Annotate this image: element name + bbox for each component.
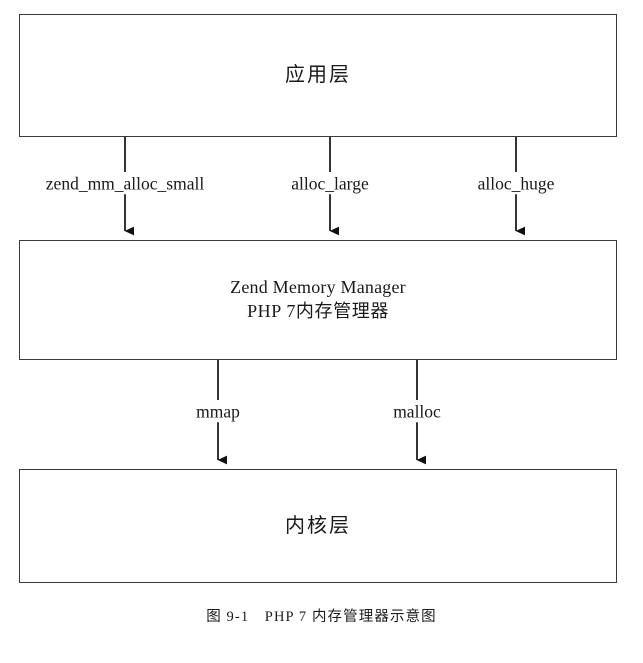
layer-label-kernel: 内核层 — [285, 514, 351, 537]
layer-label-manager-title: Zend Memory Manager — [230, 277, 406, 298]
layer-label-manager-subtitle: PHP 7内存管理器 — [247, 301, 389, 321]
edge-label-alloc-large: alloc_large — [286, 174, 374, 194]
figure-caption: 图 9-1 PHP 7 内存管理器示意图 — [206, 609, 437, 625]
layer-label-application: 应用层 — [285, 64, 351, 87]
edge-label-malloc: malloc — [388, 402, 446, 422]
layer-box-application: 应用层 — [19, 14, 617, 137]
edge-label-alloc-huge: alloc_huge — [472, 174, 560, 194]
layer-box-manager: Zend Memory Manager PHP 7内存管理器 — [19, 240, 617, 360]
edge-label-zend-mm-alloc-small: zend_mm_alloc_small — [40, 174, 210, 194]
edge-label-mmap: mmap — [191, 402, 245, 422]
layer-box-kernel: 内核层 — [19, 469, 617, 583]
